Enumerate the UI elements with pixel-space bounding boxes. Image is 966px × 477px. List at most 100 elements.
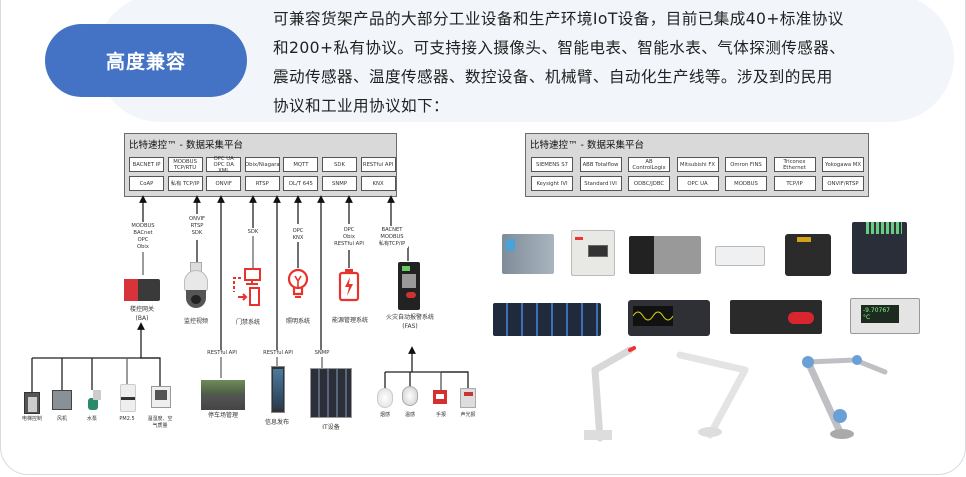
industrial-protocol-chip: TCP/IP	[773, 176, 816, 191]
fire-label: 火灾自动报警系统 (FAS)	[375, 313, 445, 331]
fire-panel-image	[398, 262, 420, 310]
energy-protocols: OPC Obix RESTful API	[334, 227, 364, 248]
it-protocol: SNMP	[312, 350, 332, 357]
elevator-image	[24, 392, 40, 414]
access-label: 门禁系统	[235, 319, 260, 326]
protocol-label: BACNET	[381, 227, 403, 233]
it-label: IT设备	[322, 424, 340, 431]
protocol-label: ONVIF	[188, 216, 206, 222]
protocol-label: Obix	[343, 234, 355, 240]
industrial-protocol-chip: SIEMENS S7	[531, 157, 573, 172]
ba-device-label: 风机	[56, 416, 67, 422]
lightbulb-icon	[287, 268, 309, 302]
description-line: 协议和工业用协议如下：	[273, 97, 449, 115]
sounder-image	[460, 388, 476, 408]
civil-protocol-chip: SDK	[322, 157, 357, 172]
feature-description: 可兼容货架产品的大部分工业设备和生产环境IoT设备，目前已集成40+标准协议 和…	[273, 5, 893, 121]
heat-detector-image	[402, 386, 418, 406]
multimeter-image: -9.70767 °C	[850, 298, 920, 334]
fire-device-label: 声光报	[460, 412, 476, 418]
power-supply-image	[730, 300, 822, 334]
fire-protocols: BACNET MODBUS 私有TCP/IP	[376, 227, 408, 248]
industrial-protocol-chip: ODBC/JDBC	[628, 176, 670, 191]
camera-protocols: ONVIF RTSP SDK	[184, 216, 210, 237]
access-icon	[232, 268, 262, 306]
industrial-protocol-chip: OPC UA	[676, 176, 719, 191]
access-protocols: SDK	[244, 229, 262, 236]
server-rack-image	[310, 368, 352, 418]
device-sublabel: (FAS)	[402, 323, 418, 330]
waveform	[633, 306, 673, 326]
industrial-protocol-chip: Omron FINS	[725, 157, 767, 172]
fire-device-label: 温感	[404, 412, 415, 418]
multimeter-reading: -9.70767 °C	[861, 305, 899, 323]
civil-protocol-chip: RESTful API	[360, 157, 396, 172]
manual-alarm-image	[433, 390, 447, 404]
controllogix-image	[629, 236, 701, 274]
device-label: 楼控网关	[129, 306, 154, 313]
ba-gateway-image	[124, 275, 160, 303]
pump-image	[85, 390, 101, 412]
device-label: 火灾自动报警系统	[385, 314, 434, 321]
signage-image	[271, 366, 285, 413]
battery-icon	[338, 268, 360, 302]
ba-device-label: 电梯控制	[21, 416, 42, 422]
ba-device-label: 水泵	[86, 416, 97, 422]
protocol-label: BACnet	[133, 230, 153, 236]
ba-device-label: PM2.5	[119, 416, 135, 422]
power-modules-image	[493, 303, 601, 336]
industrial-protocol-chip: MODBUS	[725, 176, 767, 191]
lighting-label: 照明系统	[285, 318, 310, 325]
protocol-label: OPC	[292, 228, 304, 234]
civil-protocol-chip: BACNET IP	[129, 157, 164, 172]
dcs-controller-image	[852, 222, 907, 274]
mitsubishi-plc-image	[715, 246, 765, 266]
industrial-protocol-chip: Yokogawa MX	[822, 157, 864, 172]
pm25-sensor-image	[120, 384, 136, 412]
industrial-protocol-chip: ABB Totalflow	[579, 157, 622, 172]
protocol-label: MODBUS	[380, 234, 404, 240]
ba-protocols: MODBUS BACnet OPC Obix	[128, 223, 158, 251]
civil-protocol-chip: 私有 TCP/IP	[167, 176, 203, 191]
civil-protocol-chip: MQTT	[283, 157, 319, 172]
civil-protocol-chip: KNX	[360, 176, 396, 191]
parking-image	[201, 380, 245, 410]
kawasaki-robot-image	[676, 351, 749, 439]
civil-protocol-chip: MODBUS TCP/RTU	[167, 157, 203, 172]
fire-device-label: 手报	[435, 412, 446, 418]
civil-protocol-chip: CoAP	[129, 176, 164, 191]
description-line: 和200+私有协议。可支持接入摄像头、智能电表、智能水表、气体探测传感器、	[273, 39, 846, 57]
fan-image	[52, 390, 72, 410]
abb-robot-image	[584, 346, 636, 442]
protocol-label: KNX	[292, 235, 304, 241]
civil-protocol-chip: SNMP	[322, 176, 357, 191]
signage-protocol: RESTful API	[263, 350, 293, 357]
industrial-platform-title: 比特速控™ - 数据采集平台	[530, 140, 644, 151]
camera-label: 监控视频	[183, 318, 208, 325]
civil-protocol-chip: OPC UA OPC DA XML	[206, 156, 242, 174]
lighting-protocols: OPC KNX	[288, 228, 308, 242]
industrial-protocol-chip: Keysight IVI	[531, 176, 573, 191]
ba-label: 楼控网关 (BA)	[120, 305, 164, 323]
ba-device-label: 温湿度、空气质量	[147, 416, 173, 429]
abb-totalflow-image	[571, 230, 615, 276]
device-sublabel: (BA)	[135, 315, 149, 322]
oscilloscope-image	[628, 300, 710, 336]
feature-badge: 高度兼容	[45, 24, 247, 97]
protocol-label: OPC	[343, 227, 355, 233]
protocol-label: SDK	[191, 230, 203, 236]
industrial-protocol-chip: Triconex Ethernet	[773, 157, 816, 172]
protocol-label: 私有TCP/IP	[378, 241, 406, 247]
protocol-label: OPC	[137, 237, 149, 243]
civil-protocol-chip: DL/T 645	[283, 176, 319, 191]
industrial-protocol-chip: Standard IVI	[579, 176, 622, 191]
smoke-detector-image	[377, 388, 393, 408]
energy-label: 能源管理系统	[331, 317, 368, 324]
parking-protocol: RESTful API	[206, 350, 238, 357]
protocol-label: MODBUS	[131, 223, 155, 229]
protocol-label: RTSP	[190, 223, 204, 229]
civil-protocol-chip: RTSP	[244, 176, 280, 191]
parking-label: 停车场管理	[207, 412, 238, 419]
